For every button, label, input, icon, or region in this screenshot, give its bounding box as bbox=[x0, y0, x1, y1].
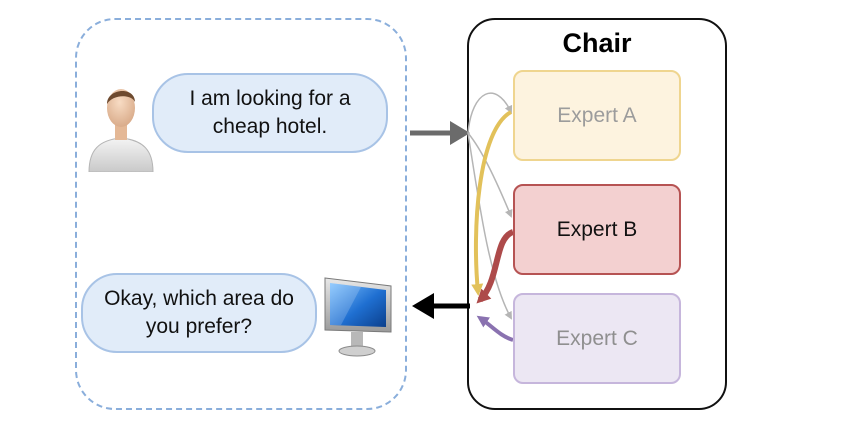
chair-panel bbox=[467, 18, 727, 410]
expert-a-response-arrow bbox=[471, 110, 513, 296]
user-utterance-line: cheap hotel. bbox=[212, 115, 328, 138]
expert-b-response-arrow bbox=[476, 229, 515, 304]
expert-b-box: Expert B bbox=[513, 184, 681, 275]
expert-a-label: Expert A bbox=[557, 103, 637, 127]
expert-c-label: Expert C bbox=[556, 326, 638, 350]
chair-title: Chair bbox=[562, 28, 632, 58]
input-arrow-head bbox=[450, 121, 470, 145]
user-icon bbox=[88, 89, 154, 172]
expert-c-response-arrow bbox=[476, 315, 514, 342]
gating-arrow-b bbox=[467, 132, 513, 218]
gating-arrow-a bbox=[467, 92, 513, 134]
output-arrow-head bbox=[412, 293, 434, 319]
system-utterance-line: Okay, which area do bbox=[104, 287, 294, 310]
gating-arrow-c bbox=[467, 132, 512, 320]
expert-a-box: Expert A bbox=[513, 70, 681, 161]
system-utterance-line: you prefer? bbox=[145, 315, 253, 338]
expert-c-box: Expert C bbox=[513, 293, 681, 384]
expert-b-label: Expert B bbox=[556, 217, 638, 241]
dialogue-panel bbox=[75, 18, 407, 410]
computer-icon bbox=[324, 277, 392, 357]
user-utterance-line: I am looking for a bbox=[189, 87, 351, 110]
system-speech-bubble: Okay, which area do you prefer? bbox=[81, 273, 317, 353]
user-speech-bubble: I am looking for a cheap hotel. bbox=[152, 73, 388, 153]
